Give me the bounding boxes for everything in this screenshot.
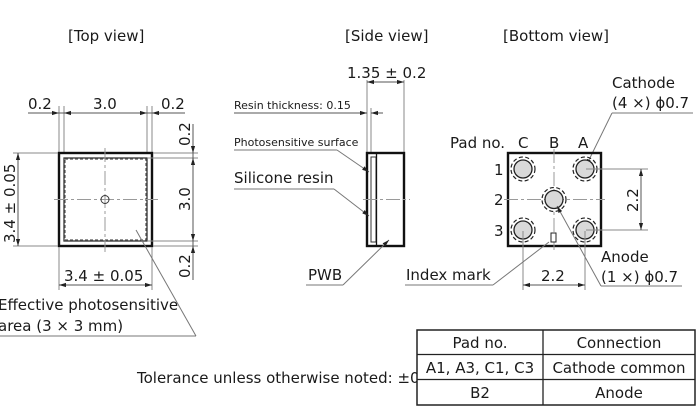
table-header-pad-no: Pad no. [452, 334, 507, 352]
resin-thickness-label: Resin thickness: 0.15 [234, 99, 351, 112]
table-cell-connection-row1: Cathode common [552, 359, 685, 377]
pwb-label: PWB [308, 266, 342, 284]
dim-pitch-vertical: 2.2 [624, 188, 642, 212]
column-label-c: C [518, 134, 528, 152]
cathode-label-line1: Cathode [612, 74, 675, 92]
silicone-resin-label: Silicone resin [234, 169, 334, 187]
side-view: [Side view] 1.35 ± 0.2 Resin thickness: … [234, 27, 428, 286]
dim-overall-height: 3.4 ± 0.05 [1, 164, 19, 243]
effective-area-leader [135, 229, 197, 337]
bottom-view: [Bottom view] Cathode (4 ×) ϕ0.7 Pad no.… [405, 27, 693, 290]
dim-top-margin: 0.2 [176, 122, 194, 146]
column-label-b: B [549, 134, 559, 152]
dim-bottom-margin: 0.2 [176, 254, 194, 278]
table-cell-connection-row2: Anode [595, 384, 643, 402]
column-label-a: A [578, 134, 589, 152]
anode-label-line2: (1 ×) ϕ0.7 [601, 268, 678, 286]
effective-area-label-line2: area (3 × 3 mm) [0, 317, 123, 335]
anode-label-line1: Anode [601, 248, 649, 266]
dim-active-height: 3.0 [176, 187, 194, 211]
pad-connection-table: Pad no. Connection A1, A3, C1, C3 Cathod… [416, 329, 696, 406]
bottom-view-title: [Bottom view] [503, 27, 609, 45]
table-cell-pads-row2: B2 [470, 384, 490, 402]
top-view: [Top view] 0.2 3.0 0.2 3.4 ± 0.05 [0, 27, 198, 337]
dim-thickness: 1.35 ± 0.2 [347, 64, 426, 82]
tolerance-note: Tolerance unless otherwise noted: ±0.1 [136, 369, 434, 387]
effective-area-label-line1: Effective photosensitive [0, 296, 178, 314]
index-mark-label: Index mark [406, 266, 491, 284]
index-mark-icon [550, 232, 557, 243]
dim-overall-width: 3.4 ± 0.05 [64, 267, 143, 285]
center-mark-icon [100, 195, 110, 204]
side-view-title: [Side view] [345, 27, 428, 45]
photosensitive-surface-label: Photosensitive surface [234, 136, 359, 149]
row-label-1: 1 [494, 161, 504, 179]
dim-left-margin: 0.2 [28, 95, 52, 113]
row-label-2: 2 [494, 191, 504, 209]
pad-c1 [510, 156, 536, 182]
dim-pitch-horizontal: 2.2 [541, 267, 565, 285]
dim-active-width: 3.0 [93, 95, 117, 113]
pad-no-label: Pad no. [450, 134, 505, 152]
table-header-connection: Connection [577, 334, 662, 352]
top-view-title: [Top view] [68, 27, 144, 45]
cathode-label-line2: (4 ×) ϕ0.7 [612, 94, 689, 112]
row-label-3: 3 [494, 222, 504, 240]
pad-b2 [541, 186, 567, 213]
table-cell-pads-row1: A1, A3, C1, C3 [426, 359, 534, 377]
dim-right-margin: 0.2 [161, 95, 185, 113]
